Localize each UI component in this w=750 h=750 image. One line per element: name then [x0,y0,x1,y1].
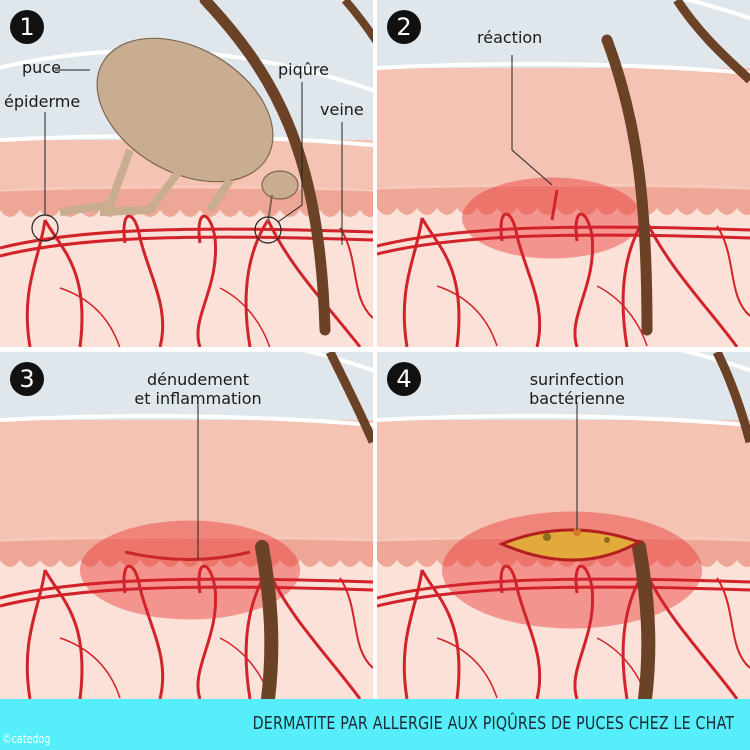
step-number-1: 1 [10,10,44,44]
panel-1-illustration [0,0,373,347]
panel-4-bacterial-infection: 4 surinfection bactérienne [377,352,750,699]
label-inflammation: et inflammation [134,389,262,408]
label-bacterial: bactérienne [529,389,625,408]
diagram-title: DERMATITE PAR ALLERGIE AUX PIQÛRES DE PU… [252,713,734,734]
blood-vessels [0,214,373,347]
label-vein: veine [320,100,364,119]
label-flea: puce [22,58,61,77]
flea [59,37,299,223]
panel-4-illustration [377,352,750,699]
label-epidermis: épiderme [4,92,81,111]
hair [199,0,331,336]
step-number-4: 4 [387,362,421,396]
panel-2-reaction: 2 réaction [377,0,750,347]
panel-1-flea-bite: 1 puce épiderme piqûre veine [0,0,373,347]
hair [632,540,656,699]
blood-vessels [0,564,373,699]
bare-skin-patch [124,550,251,561]
label-hair-loss: dénudement [146,370,250,389]
label-surinfection: surinfection [529,370,625,389]
title-banner: DERMATITE PAR ALLERGIE AUX PIQÛRES DE PU… [0,699,750,750]
copyright: ©catedog [2,732,51,746]
panel-2-illustration [377,0,750,347]
bite-marker [254,216,282,244]
panel-3-illustration [0,352,373,699]
step-number-2: 2 [387,10,421,44]
label-reaction: réaction [477,28,543,47]
hair [601,34,653,336]
inflammation-area [80,520,300,620]
step-number-3: 3 [10,362,44,396]
panel-3-hair-loss-inflammation: 3 dénudement et inflammation [0,352,373,699]
infected-crust [498,528,643,562]
hair [255,540,279,699]
blood-vessels [377,212,750,347]
label-bite: piqûre [278,60,329,79]
